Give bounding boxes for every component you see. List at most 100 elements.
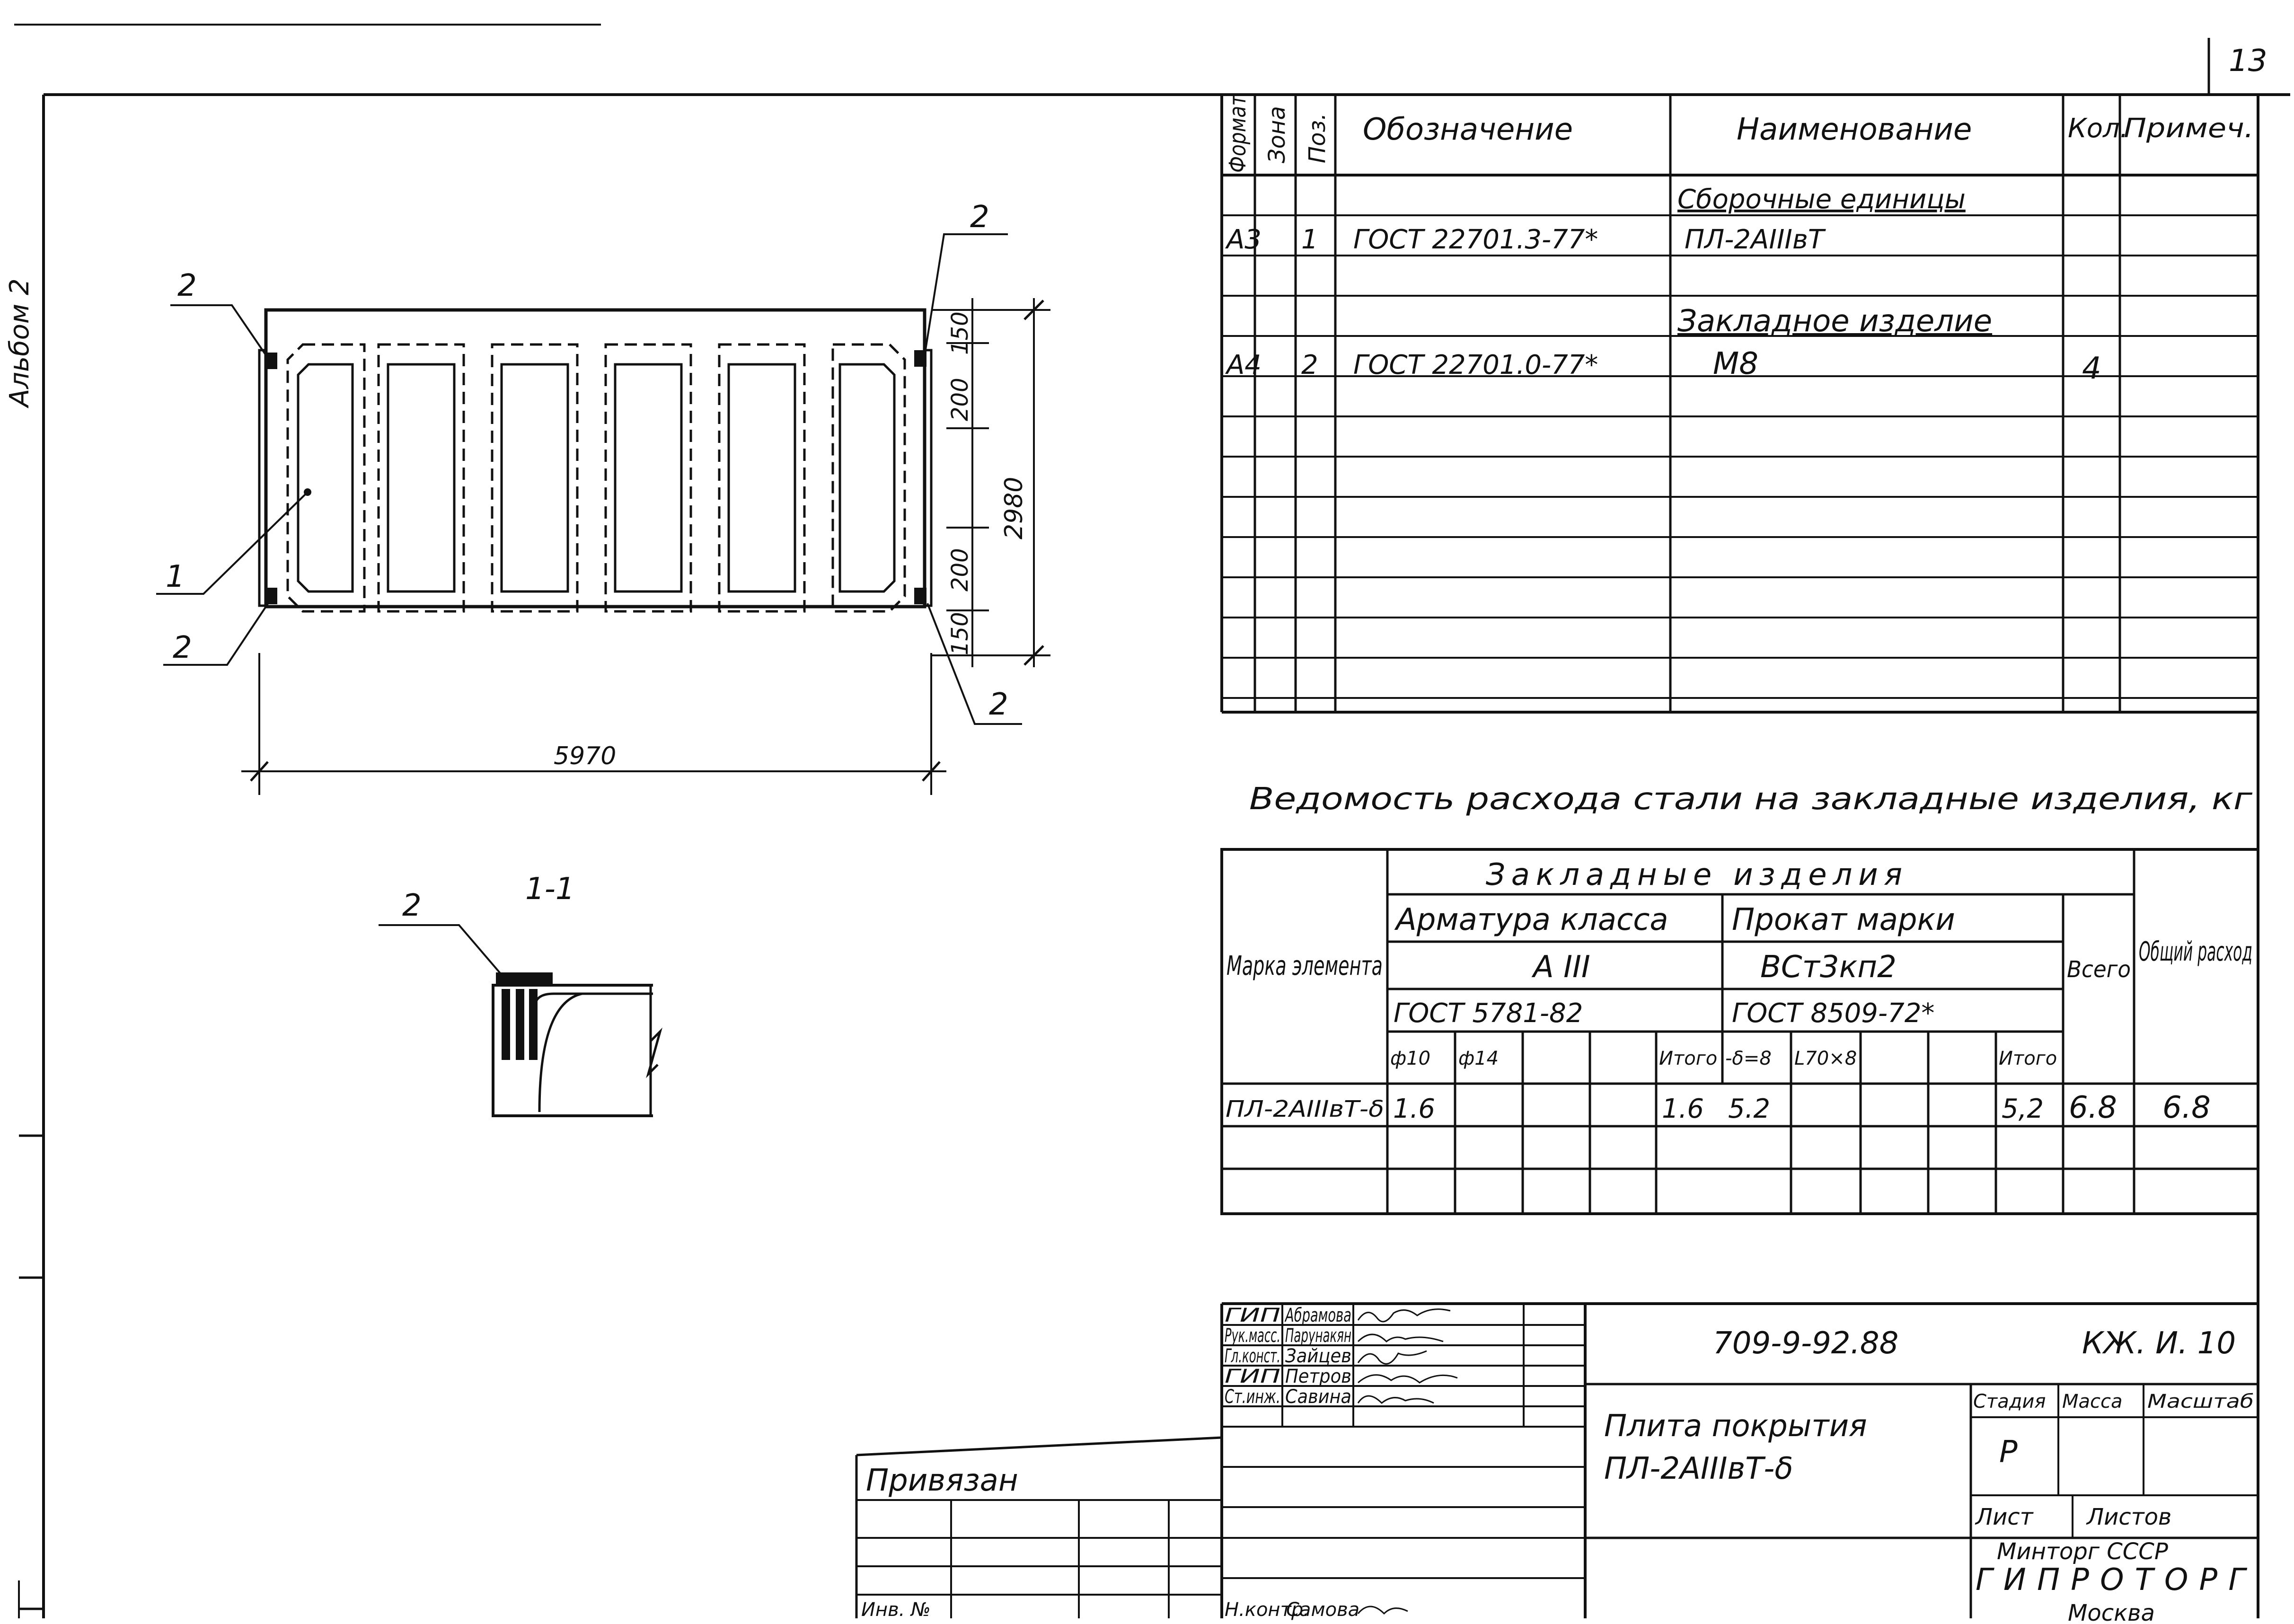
steel-header-overall: Общий расход xyxy=(2139,936,2252,967)
steel-subheaders: ф10 ф14 Итого -δ=8 L70×8 Итого xyxy=(1390,1048,2057,1069)
spec-header-format: Формат xyxy=(1225,94,1251,173)
inv-label: Инв. № xyxy=(861,1599,931,1621)
steel-header-rolled-gost: ГОСТ 8509-72* xyxy=(1732,998,1934,1029)
spec-row-5-format: А4 xyxy=(1225,350,1262,380)
spec-row-2-format: А3 xyxy=(1225,224,1262,255)
spec-row-2-name: ПЛ-2АIIIвТ xyxy=(1685,224,1826,255)
steel-row-cell-4: 1.6 xyxy=(1662,1094,1704,1124)
bottom-signer-role: Н.контр. xyxy=(1225,1599,1309,1621)
steel-table-title: Ведомость расхода стали на закладные изд… xyxy=(1249,782,2252,817)
steel-header-rolled-grade: ВСт3кп2 xyxy=(1760,950,1897,985)
signer-role: Рук.масс. xyxy=(1225,1325,1280,1347)
org-institute: ГИПРОТОРГ xyxy=(1976,1562,2247,1598)
spec-table-grid xyxy=(1220,95,2258,714)
spec-header-designation: Обозначение xyxy=(1363,112,1573,147)
dim-width xyxy=(241,653,946,795)
steel-row-total: 6.8 xyxy=(2069,1090,2117,1125)
signer-role: ГИП xyxy=(1225,1305,1280,1326)
org-city: Москва xyxy=(2068,1600,2155,1624)
steel-row-cell-5: 5.2 xyxy=(1728,1094,1770,1124)
spec-row-4-name: Закладное изделие xyxy=(1677,304,1992,339)
signer-role: Ст.инж. xyxy=(1225,1386,1280,1408)
bottom-signer-name: Самова xyxy=(1286,1599,1359,1621)
sheets-label: Листов xyxy=(2086,1504,2171,1530)
spec-header-note: Примеч. xyxy=(2124,113,2254,144)
steel-header-rebar-gost: ГОСТ 5781-82 xyxy=(1394,998,1583,1029)
title-block-grid xyxy=(855,1302,2258,1618)
signer-name: Савина xyxy=(1285,1386,1351,1408)
dim-height-value: 2980 xyxy=(1000,477,1028,539)
spec-row-2-pos: 1 xyxy=(1301,224,1318,255)
steel-row-overall: 6.8 xyxy=(2162,1090,2211,1125)
bound-label: Привязан xyxy=(866,1463,1018,1498)
section-1-1 xyxy=(379,924,662,1117)
section-title: 1-1 xyxy=(525,872,575,907)
spec-row-5-name: М8 xyxy=(1713,346,1758,381)
leader-label-top-left: 2 xyxy=(177,268,197,303)
steel-header-total: Всего xyxy=(2067,956,2131,983)
dim-inset-top: 200 xyxy=(947,378,973,421)
object-name-1: Плита покрытия xyxy=(1604,1409,1867,1444)
embedded-plates xyxy=(265,350,926,604)
spec-header-zone: Зона xyxy=(1264,106,1290,163)
dim-height xyxy=(931,298,1050,667)
steel-header-element: Марка элемента xyxy=(1226,951,1383,981)
leader-label-slab: 1 xyxy=(166,559,185,594)
sheet-code: КЖ. И. 10 xyxy=(2082,1326,2236,1361)
signer-name: Абрамова xyxy=(1284,1305,1351,1326)
signer-role: Гл.конст. xyxy=(1225,1345,1280,1367)
signer-name: Петров xyxy=(1285,1366,1351,1387)
leader-label-bottom-left: 2 xyxy=(173,630,192,665)
steel-subheader-9: Итого xyxy=(1999,1048,2057,1069)
steel-header-rolled: Прокат марки xyxy=(1732,902,1955,937)
slab-plan: 5970 2980 150 200 200 150 2 xyxy=(156,200,1050,795)
steel-subheader-0: ф10 xyxy=(1390,1048,1430,1069)
steel-row-cell-0: 1.6 xyxy=(1393,1094,1435,1124)
dim-width-value: 5970 xyxy=(554,742,616,770)
leader-lines xyxy=(156,233,1022,725)
dim-edge-bottom: 150 xyxy=(947,612,973,655)
signature-scribbles xyxy=(1357,1308,1458,1615)
spec-row-5-designation: ГОСТ 22701.0-77* xyxy=(1353,350,1598,380)
slab-ribs xyxy=(286,343,906,613)
spec-row-5-qty: 4 xyxy=(2082,351,2101,386)
sheet-frame xyxy=(14,24,2290,1618)
mass-label: Масса xyxy=(2062,1391,2123,1412)
spec-row-1-name: Сборочные единицы xyxy=(1677,184,1966,215)
leader-label-bottom-right: 2 xyxy=(989,687,1008,722)
steel-header-embedded: Закладные изделия xyxy=(1486,857,1902,892)
spec-table-rows xyxy=(1222,214,2258,699)
steel-subheader-1: ф14 xyxy=(1458,1048,1499,1069)
leader-label-top-right: 2 xyxy=(970,200,989,235)
spec-row-2-designation: ГОСТ 22701.3-77* xyxy=(1353,224,1598,255)
signer-name: Зайцев xyxy=(1285,1345,1351,1367)
object-name-2: ПЛ-2АIIIвТ-δ xyxy=(1604,1451,1793,1486)
steel-row-element: ПЛ-2АIIIвТ-δ xyxy=(1226,1096,1384,1122)
steel-subheader-6: L70×8 xyxy=(1794,1048,1857,1069)
steel-data-row: ПЛ-2АIIIвТ-δ 1.6 1.6 5.2 5,2 6.8 6.8 xyxy=(1226,1090,2211,1125)
spec-row-5-pos: 2 xyxy=(1301,350,1318,380)
slab-panels xyxy=(297,363,896,593)
stage-label: Стадия xyxy=(1973,1391,2046,1412)
steel-header-rebar-class: А III xyxy=(1531,950,1590,985)
scale-label: Масштаб xyxy=(2147,1391,2254,1412)
stage-value: Р xyxy=(1999,1435,2018,1470)
steel-subheader-5: -δ=8 xyxy=(1725,1048,1772,1069)
signer-name: Парунакян xyxy=(1285,1325,1351,1347)
sheet-label: Лист xyxy=(1975,1504,2034,1530)
steel-row-cell-9: 5,2 xyxy=(2002,1094,2044,1124)
steel-header-rebar: Арматура класса xyxy=(1394,902,1668,937)
org-ministry: Минторг СССР xyxy=(1997,1538,2168,1565)
steel-subheader-4: Итого xyxy=(1659,1048,1717,1069)
spec-header-pos: Поз. xyxy=(1304,113,1331,163)
signer-role: ГИП xyxy=(1225,1366,1280,1387)
spec-header-qty: Кол. xyxy=(2068,113,2128,144)
doc-code: 709-9-92.88 xyxy=(1713,1326,1898,1361)
steel-table-grid xyxy=(1220,848,2259,1215)
section-leader-label: 2 xyxy=(402,888,422,923)
dim-inset-bottom: 200 xyxy=(947,548,973,591)
spec-header-name: Наименование xyxy=(1737,112,1972,147)
page-number: 13 xyxy=(2229,44,2267,79)
